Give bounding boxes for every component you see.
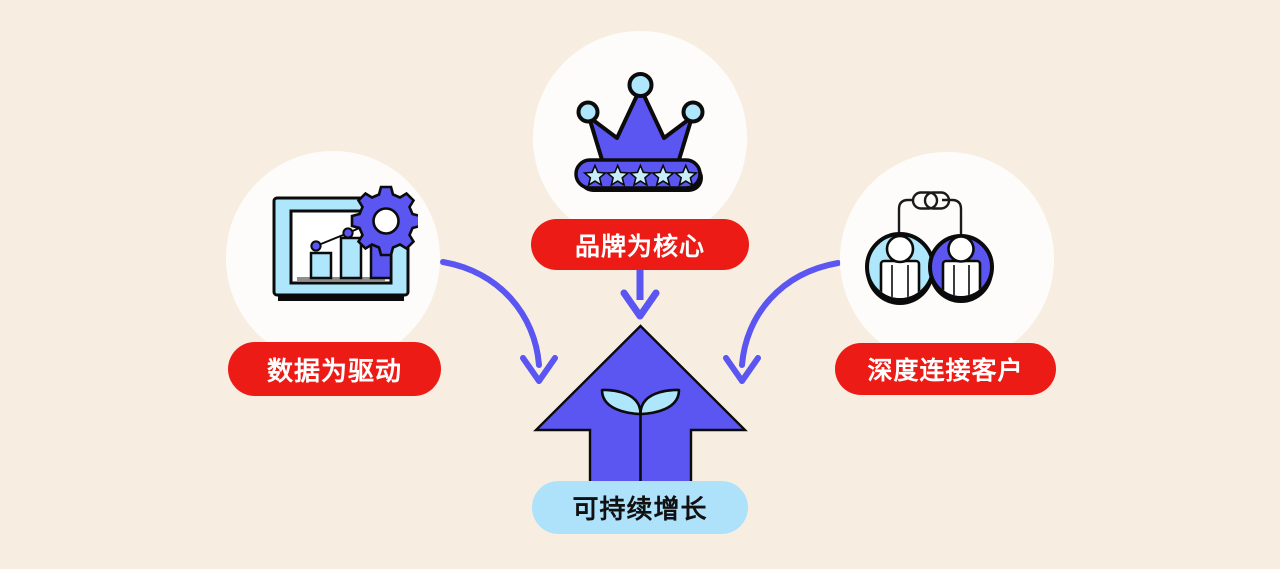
node-bottom-label-pill[interactable]: 可持续增长 [532,481,748,534]
node-right-label-pill[interactable]: 深度连接客户 [835,343,1056,395]
node-center-label-pill[interactable]: 品牌为核心 [531,219,749,270]
bar-chart-monitor-gear-icon [258,185,422,315]
node-left-label-pill[interactable]: 数据为驱动 [228,342,441,396]
crown-five-stars-icon [568,60,713,195]
node-right-label-text: 深度连接客户 [867,357,1024,385]
two-people-chain-link-icon [855,185,1005,315]
node-center-label-text: 品牌为核心 [574,232,705,261]
connector-center-to-bottom-icon [620,270,660,320]
node-left-label-text: 数据为驱动 [266,355,402,386]
node-bottom-label-text: 可持续增长 [572,494,708,524]
